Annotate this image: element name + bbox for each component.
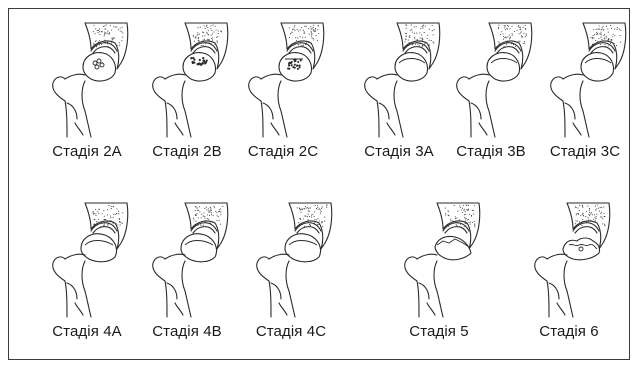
femoral-head <box>183 53 216 81</box>
hip-joint-illustration-2a <box>37 19 137 141</box>
femoral-head <box>81 234 117 262</box>
femoral-head <box>581 53 614 81</box>
hip-joint-illustration-3a <box>349 19 449 141</box>
hip-joint-illustration-3b <box>441 19 541 141</box>
femoral-head-stages-figure: Стадія 2A Стадія 2B Стадія 2C Стадія 3A … <box>8 8 630 360</box>
femoral-head <box>487 53 520 81</box>
hip-joint-illustration-6 <box>519 199 619 321</box>
stage-5-label: Стадія 5 <box>369 323 509 340</box>
hip-joint-illustration-4a <box>37 199 137 321</box>
hip-joint-illustration-2b <box>137 19 237 141</box>
femoral-head <box>285 234 321 262</box>
femoral-head <box>563 238 600 260</box>
stage-3c-label: Стадія 3C <box>515 143 640 160</box>
femoral-head <box>181 234 217 262</box>
stage-3c: Стадія 3C <box>535 19 635 169</box>
femoral-head <box>395 53 428 81</box>
stage-4c: Стадія 4C <box>241 199 341 349</box>
hip-joint-illustration-2c <box>233 19 333 141</box>
hip-joint-illustration-4b <box>137 199 237 321</box>
stage-2c: Стадія 2C <box>233 19 333 169</box>
stage-5: Стадія 5 <box>389 199 489 349</box>
hip-joint-illustration-5 <box>389 199 489 321</box>
hip-joint-illustration-4c <box>241 199 341 321</box>
stage-6-label: Стадія 6 <box>499 323 639 340</box>
stage-6: Стадія 6 <box>519 199 619 349</box>
hip-joint-illustration-3c <box>535 19 635 141</box>
stage-4c-label: Стадія 4C <box>221 323 361 340</box>
